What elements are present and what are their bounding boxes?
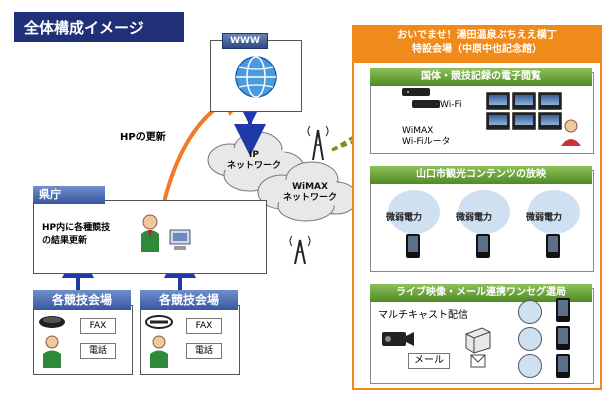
receiver-icon (518, 300, 542, 324)
antenna-icon (289, 235, 311, 265)
router-icon (402, 88, 440, 108)
hp-update-label: HPの更新 (120, 132, 166, 143)
phone-box-2: 電話 (186, 343, 222, 359)
wimax-label-line2: ネットワーク (282, 193, 337, 203)
www-label: WWW (222, 33, 268, 49)
stand-row: 微弱電力 微弱電力 微弱電力 (384, 190, 584, 266)
server-icon (465, 327, 491, 354)
prefecture-text-line2: の結果更新 (42, 236, 88, 246)
phones-column (556, 298, 572, 378)
camera-icon (382, 332, 414, 346)
tablet-icon (538, 92, 562, 110)
stand-label-1: 微弱電力 (386, 213, 423, 223)
envelope-icon (470, 354, 486, 368)
prefecture-text-line1: HP内に各種競技 (42, 223, 111, 233)
tablet-icon (486, 112, 510, 130)
phone-icon (476, 234, 490, 258)
www-server-box (210, 40, 302, 112)
receiver-icon (518, 327, 542, 351)
page-title: 全体構成イメージ (14, 12, 184, 42)
tablet-icon (538, 112, 562, 130)
section-e-records-title: 国体・競技記録の電子閲覧 (370, 68, 592, 86)
phone-icon (556, 354, 570, 378)
fax-person-icon (145, 315, 173, 368)
wimax-label-line1: WiMAX (292, 182, 328, 192)
section-tourism-title: 山口市観光コンテンツの放映 (370, 166, 592, 184)
tablet-grid (486, 92, 562, 130)
ip-label-line1: IP (249, 150, 259, 160)
wimax-label-1: WiMAX (402, 126, 434, 136)
wimax-network-label: WiMAX ネットワーク (280, 182, 340, 204)
multicast-label: マルチキャスト配信 (378, 310, 468, 321)
wifi-label: Wi-Fi (440, 100, 462, 110)
stand-1: 微弱電力 (384, 190, 444, 262)
ip-network-label: IP ネットワーク (226, 150, 282, 172)
fax-box-2: FAX (186, 318, 222, 334)
section-live-title: ライブ映像・メール連携ワンセグ選局 (370, 284, 592, 302)
stand-label-2: 微弱電力 (456, 213, 493, 223)
globe-icon (235, 56, 277, 98)
venue-label-1: 各競技会場 (33, 290, 131, 310)
phone-icon (546, 234, 560, 258)
mail-box: メール (408, 353, 450, 369)
stand-label-3: 微弱電力 (526, 213, 563, 223)
ip-label-line2: ネットワーク (226, 161, 281, 171)
person-icon (561, 119, 581, 146)
antenna-icon (307, 125, 329, 161)
stand-3: 微弱電力 (524, 190, 584, 262)
tablet-icon (512, 92, 536, 110)
wimax-label-2: Wi-Fiルータ (402, 137, 451, 147)
event-header-line1: おいでませ！湯田温泉ぶちええ横丁 (397, 30, 557, 41)
tablet-icon (512, 112, 536, 130)
prefecture-label: 県庁 (33, 186, 105, 204)
phone-icon (406, 234, 420, 258)
fax-box-1: FAX (80, 318, 116, 334)
tablet-icon (486, 92, 510, 110)
stand-2: 微弱電力 (454, 190, 514, 262)
receiver-stands (518, 300, 542, 378)
phone-box-1: 電話 (80, 343, 116, 359)
wimax-router-label: WiMAX Wi-Fiルータ (402, 126, 450, 148)
person-pc-icon (141, 214, 191, 252)
event-header-line2: 特設会場（中原中也記念館） (412, 44, 542, 55)
wimax-network-cloud (257, 161, 359, 222)
prefecture-text: HP内に各種競技 の結果更新 (42, 222, 110, 248)
phone-icon (556, 326, 570, 350)
fax-person-icon (39, 316, 65, 368)
phone-icon (556, 298, 570, 322)
receiver-icon (518, 354, 542, 378)
venue-label-2: 各競技会場 (140, 290, 238, 310)
event-venue-header: おいでませ！湯田温泉ぶちええ横丁 特設会場（中原中也記念館） (352, 25, 602, 63)
